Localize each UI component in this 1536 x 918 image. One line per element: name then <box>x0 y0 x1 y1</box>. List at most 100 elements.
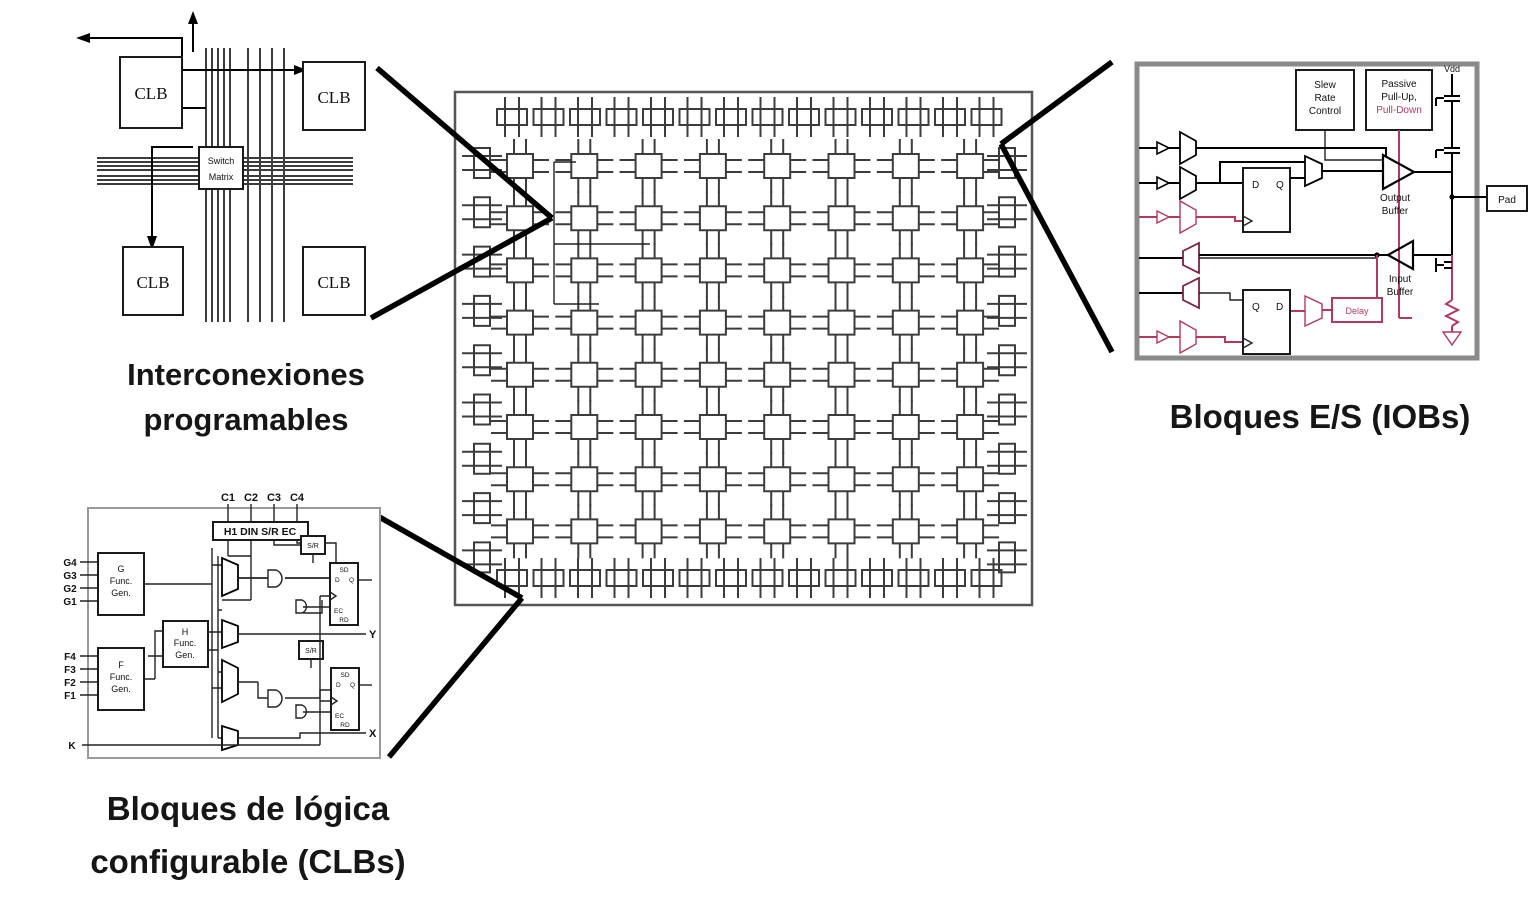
caption-iob-text: Bloques E/S (IOBs) <box>1169 398 1471 435</box>
pull-down-wire <box>1398 130 1412 319</box>
f2-label: F2 <box>64 678 76 689</box>
clb-cell <box>876 243 935 298</box>
h-function-generator: H Func. Gen. <box>162 620 209 668</box>
iob-cell <box>462 294 502 327</box>
iob-cell <box>642 558 674 598</box>
iob-cell <box>605 97 638 137</box>
clb-cell <box>876 191 935 246</box>
g2-label: G2 <box>63 584 77 595</box>
caption-interconnect-line1: Interconexiones <box>127 357 365 392</box>
f3-label: F3 <box>64 665 76 676</box>
clb-cell <box>555 243 614 298</box>
iob-cell <box>678 97 711 137</box>
iob-cell <box>934 97 966 137</box>
output-buffer: Output Buffer <box>1290 153 1452 217</box>
clb-cell <box>491 243 549 298</box>
iob-cell <box>934 558 966 598</box>
input-buffer-label: Buffer <box>1387 287 1414 298</box>
c2-label: C2 <box>244 492 258 504</box>
output-buffer-label: Buffer <box>1382 206 1409 217</box>
f-gen-label: Gen. <box>111 684 131 694</box>
g1-label: G1 <box>63 597 77 608</box>
clb-cell <box>491 452 549 507</box>
clb-cell <box>876 139 935 193</box>
x-output-label: X <box>369 728 377 740</box>
iob-cell <box>496 97 528 137</box>
f-gen-label: F <box>118 660 124 670</box>
iob-cell <box>678 558 711 598</box>
passive-pullup-pulldown-box: Passive Pull-Up, Pull-Down <box>1365 69 1433 131</box>
input-buffer: Input Buffer <box>1199 239 1452 298</box>
ff-q-label: Q <box>350 682 355 689</box>
iob-cell <box>462 344 502 377</box>
routing-arrows <box>76 11 307 250</box>
iob-cell <box>897 558 930 598</box>
iob-cell <box>462 393 502 426</box>
ff-rd-label: RD <box>339 617 349 624</box>
clb-flipflop-top: SD D Q EC RD <box>329 562 372 626</box>
clb-cell <box>619 504 678 559</box>
slew-wire <box>1324 130 1383 161</box>
clb-cell <box>683 504 742 559</box>
clb-cell <box>491 295 549 350</box>
clb-cell <box>748 191 807 246</box>
iob-output-flipflop: D Q <box>1242 167 1291 233</box>
clb-cell <box>683 243 742 298</box>
clb-cell <box>941 191 1000 246</box>
clb-cell <box>619 452 678 507</box>
iob-cell <box>569 558 601 598</box>
clb-cell <box>876 347 935 402</box>
clb-cell <box>812 191 871 246</box>
clb-cell <box>812 400 871 454</box>
clb-cell <box>619 243 678 298</box>
clb-diagram: C1 C2 C3 C4 H1 DIN S/R EC G4 G3 G2 G1 G … <box>63 492 381 759</box>
clb-c-inputs: C1 C2 C3 C4 <box>221 492 305 522</box>
iob-cell <box>642 97 674 137</box>
c3-label: C3 <box>267 492 281 504</box>
pad-box: Pad <box>1449 172 1528 255</box>
clb-flipflop-bottom: SD D Q EC RD <box>330 667 372 731</box>
interconnect-diagram: CLB CLB CLB CLB Switch Matrix <box>76 11 366 322</box>
g4-label: G4 <box>63 558 77 569</box>
clb-cell <box>748 504 807 559</box>
caption-iob: Bloques E/S (IOBs) <box>1100 398 1536 436</box>
clb-cell <box>876 295 935 350</box>
clb-cell <box>876 400 935 454</box>
iob-cell <box>987 492 1027 525</box>
g-gen-label: Gen. <box>111 588 131 598</box>
arrowhead-right <box>294 65 307 75</box>
clb-cell <box>555 139 614 193</box>
h-gen-label: Gen. <box>175 650 195 660</box>
clb-cell <box>812 243 871 298</box>
clb-cell <box>812 295 871 350</box>
clb-cell <box>619 139 678 193</box>
iob-cell <box>970 97 1003 137</box>
g-function-generator: G4 G3 G2 G1 G Func. Gen. <box>63 552 145 616</box>
clb-cell <box>683 139 742 193</box>
clb-cell <box>876 452 935 507</box>
clb-cell <box>748 139 807 193</box>
slew-label: Control <box>1309 106 1341 117</box>
clb-cell <box>941 504 1000 559</box>
iob-cell <box>987 245 1027 278</box>
iob-cell <box>861 97 893 137</box>
delay-label: Delay <box>1345 306 1369 316</box>
iob-cell <box>788 97 820 137</box>
c4-label: C4 <box>290 492 305 504</box>
clb-cell <box>619 347 678 402</box>
iob-cell <box>462 492 502 525</box>
arrowhead-down <box>147 236 157 250</box>
iob-cell <box>987 442 1027 475</box>
clb-label: CLB <box>317 273 350 292</box>
clb-cell <box>555 191 614 246</box>
clb-cell <box>941 295 1000 350</box>
clb-cell <box>491 347 549 402</box>
ff-q-label: Q <box>1252 302 1260 313</box>
clb-cell <box>748 243 807 298</box>
iob-cell <box>715 97 747 137</box>
iob-cell <box>569 97 601 137</box>
caption-clb-line1: Bloques de lógica <box>106 790 390 827</box>
clb-internal-wires <box>144 548 251 739</box>
